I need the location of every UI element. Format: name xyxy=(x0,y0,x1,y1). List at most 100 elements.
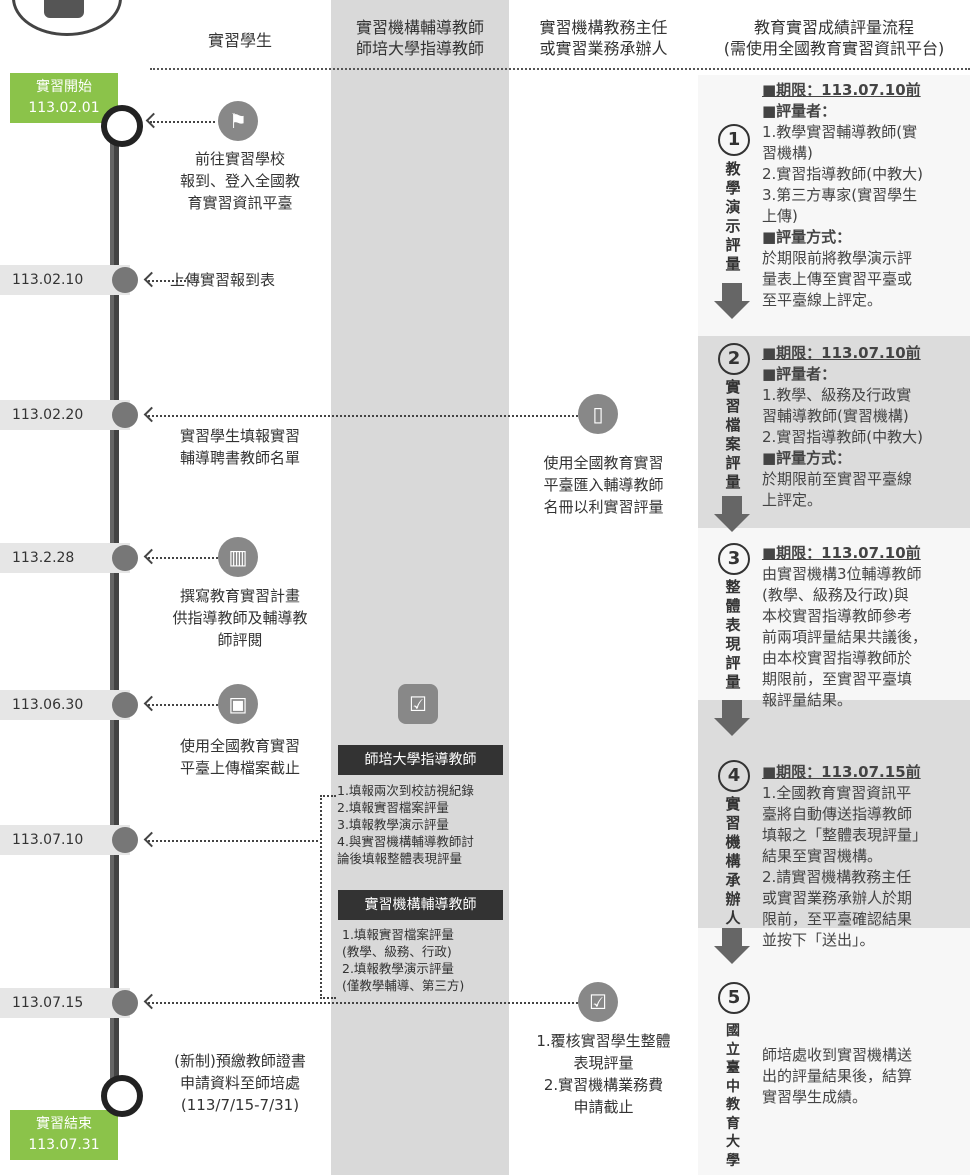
step-4-line: 2.請實習機構教務主任 xyxy=(762,868,912,886)
timeline-node xyxy=(112,990,138,1016)
start-milestone: 實習開始 113.02.01 xyxy=(10,73,118,123)
timeline-node xyxy=(112,545,138,571)
arrow-to-date-4 xyxy=(148,704,218,706)
inst-mentor-title: 實習機構輔導教師 xyxy=(338,890,503,920)
end-node xyxy=(101,1075,143,1117)
header-director-line1: 實習機構教務主任 xyxy=(539,18,668,37)
start-node xyxy=(101,105,143,147)
task-certificate-application: (新制)預繳教師證書 申請資料至師培處 (113/7/15-7/31) xyxy=(150,1050,330,1116)
task-upload-report-form: 上傳實習報到表 xyxy=(170,271,276,289)
step-3-line: 由本校實習指導教師於 xyxy=(762,649,913,667)
task-line: (113/7/15-7/31) xyxy=(180,1096,300,1114)
step-title-1: 教學演示評量 xyxy=(725,160,741,273)
task-line: 育實習資訊平臺 xyxy=(187,194,293,212)
header-flow: 教育實習成績評量流程 (需使用全國教育實習資訊平台) xyxy=(698,17,970,59)
step-number-5: 5 xyxy=(718,982,750,1014)
step-1-line: ■評量方式： xyxy=(762,228,852,246)
step-1-line: 習機構) xyxy=(762,144,813,162)
arrow-to-date-3 xyxy=(148,557,218,559)
step-1-line: 1.教學實習輔導教師(實 xyxy=(762,123,918,141)
task-line: 平臺上傳檔案截止 xyxy=(179,759,300,777)
timeline-node xyxy=(112,692,138,718)
step-3-line: 本校實習指導教師參考 xyxy=(762,607,913,625)
task-line: 前往實習學校 xyxy=(194,150,285,168)
step-number-3: 3 xyxy=(718,543,750,575)
step-title-3: 整體表現評量 xyxy=(725,578,741,691)
timeline-node xyxy=(112,827,138,853)
step-title-5: 國立臺中教育大學 xyxy=(726,1023,740,1169)
task-line: 報到、登入全國教 xyxy=(179,172,300,190)
step-2-details: ■期限：113.07.10前 ■評量者： 1.教學、級務及行政實 習輔導教師(實… xyxy=(762,343,967,511)
step-4-line: 限前，至平臺確認結果 xyxy=(762,910,913,928)
director-line: 1.覆核實習學生整體 xyxy=(536,1032,671,1050)
inst-item: 2.填報教學演示評量 xyxy=(342,961,454,976)
step-3-line: 前兩項評量結果共議後， xyxy=(762,628,928,646)
step-2-line: 2.實習指導教師(中教大) xyxy=(762,428,924,446)
step-3-line: 報評量結果。 xyxy=(762,691,853,709)
step-4-line: 1.全國教育實習資訊平 xyxy=(762,784,912,802)
down-arrow-icon xyxy=(714,496,750,532)
step-2-line: 習輔導教師(實習機構) xyxy=(762,407,909,425)
step-number-2: 2 xyxy=(718,343,750,375)
chart-icon: ▥ xyxy=(218,537,258,577)
task-line: 供指導教師及輔導教 xyxy=(172,609,308,627)
univ-item: 2.填報實習檔案評量 xyxy=(337,800,449,815)
step-1-line: ■期限：113.07.10前 xyxy=(762,81,921,99)
header-mentor-line1: 實習機構輔導教師 xyxy=(355,18,484,37)
mentor-column-bg xyxy=(331,0,509,1175)
inst-item: (教學、級務、行政) xyxy=(342,944,452,959)
univ-mentor-items: 1.填報兩次到校訪視紀錄 2.填報實習檔案評量 3.填報教學演示評量 4.與實習… xyxy=(337,782,509,867)
mentor-bracket xyxy=(320,795,336,999)
step-3-line: (教學、級務及行政)與 xyxy=(762,586,909,604)
director-import-mentors: 使用全國教育實習 平臺匯入輔導教師 名冊以利實習評量 xyxy=(509,452,698,518)
director-line: 表現評量 xyxy=(573,1054,634,1072)
step-1-line: 至平臺線上評定。 xyxy=(762,291,883,309)
director-line: 平臺匯入輔導教師 xyxy=(543,476,664,494)
end-milestone: 實習結束 113.07.31 xyxy=(10,1110,118,1160)
date-row: 113.07.10 xyxy=(0,825,130,855)
checkbox-icon: ☑ xyxy=(578,982,618,1022)
start-date: 113.02.01 xyxy=(28,100,100,116)
end-date: 113.07.31 xyxy=(28,1137,100,1153)
step-5-details: 師培處收到實習機構送 出的評量結果後，結算 實習學生成績。 xyxy=(762,1045,967,1108)
task-line: 師評閱 xyxy=(217,631,263,649)
header-director: 實習機構教務主任 或實習業務承辦人 xyxy=(509,17,698,59)
step-2-line: ■評量者： xyxy=(762,365,837,383)
timeline-node xyxy=(112,267,138,293)
task-write-plan: 撰寫教育實習計畫 供指導教師及輔導教 師評閱 xyxy=(150,585,330,651)
univ-mentor-title: 師培大學指導教師 xyxy=(338,745,503,775)
checkbox-icon: ☑ xyxy=(398,684,438,724)
univ-item: 4.與實習機構輔導教師討 xyxy=(337,834,474,849)
step-5-line: 出的評量結果後，結算 xyxy=(762,1067,913,1085)
step-2-line: 上評定。 xyxy=(762,491,823,509)
task-line: 申請資料至師培處 xyxy=(179,1074,300,1092)
inst-item: (僅教學輔導、第三方) xyxy=(342,978,465,993)
step-number-1: 1 xyxy=(718,124,750,156)
step-1-line: 2.實習指導教師(中教大) xyxy=(762,165,924,183)
step-1-details: ■期限：113.07.10前 ■評量者： 1.教學實習輔導教師(實 習機構) 2… xyxy=(762,80,967,311)
book-icon: ▯ xyxy=(578,394,618,434)
arrow-to-date-1 xyxy=(148,280,190,282)
briefcase-icon: ▣ xyxy=(218,684,258,724)
step-4-line: 並按下「送出」。 xyxy=(762,931,875,949)
header-divider xyxy=(150,68,970,70)
step-4-line: 結果至實習機構。 xyxy=(762,847,883,865)
task-line: 撰寫教育實習計畫 xyxy=(179,587,300,605)
task-fill-mentor-list: 實習學生填報實習 輔導聘書教師名單 xyxy=(150,425,330,469)
step-4-line: ■期限：113.07.15前 xyxy=(762,763,921,781)
step-title-4: 實習機構承辦人 xyxy=(725,795,741,927)
down-arrow-icon xyxy=(714,283,750,319)
step-1-line: 量表上傳至實習平臺或 xyxy=(762,270,913,288)
down-arrow-icon xyxy=(714,928,750,964)
task-line: 實習學生填報實習 xyxy=(179,427,300,445)
step-5-line: 師培處收到實習機構送 xyxy=(762,1046,913,1064)
arrow-to-date-2 xyxy=(148,415,578,417)
flag-icon: ⚑ xyxy=(218,101,258,141)
task-line: 輔導聘書教師名單 xyxy=(179,449,300,467)
step-4-line: 或實習業務承辦人於期 xyxy=(762,889,913,907)
step-1-line: ■評量者： xyxy=(762,102,837,120)
step-3-line: 由實習機構3位輔導教師 xyxy=(762,565,922,583)
step-1-line: 上傳) xyxy=(762,207,798,225)
header-flow-line1: 教育實習成績評量流程 xyxy=(753,18,914,37)
header-student: 實習學生 xyxy=(207,31,272,50)
